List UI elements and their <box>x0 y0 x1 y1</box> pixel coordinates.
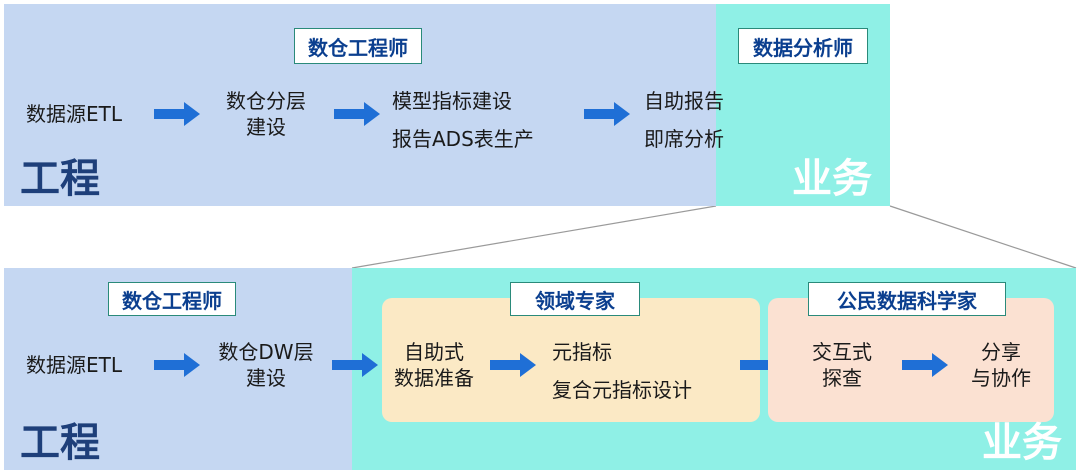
bottom-step-selfprep-line1: 自助式 <box>404 340 464 364</box>
bottom-arrow-1 <box>154 353 200 377</box>
top-step-model-metrics: 模型指标建设 <box>392 89 512 113</box>
bottom-step-composite-metric: 复合元指标设计 <box>552 378 692 402</box>
top-arrow-3 <box>584 102 630 126</box>
bottom-arrow-5 <box>902 353 948 377</box>
bottom-step-dw: 数仓DW层 建设 <box>206 339 326 391</box>
bottom-engineering-title: 工程 <box>20 420 100 466</box>
bottom-step-share-line1: 分享 <box>981 340 1021 364</box>
bottom-arrow-2 <box>332 353 378 377</box>
bottom-step-selfprep: 自助式 数据准备 <box>382 339 486 391</box>
bottom-step-interactive: 交互式 探查 <box>792 339 892 391</box>
top-business-title: 业务 <box>792 156 872 202</box>
bottom-step-selfprep-line2: 数据准备 <box>394 366 474 390</box>
top-arrow-1 <box>154 102 200 126</box>
top-step-self-report: 自助报告 <box>644 89 724 113</box>
bottom-step-dw-line2: 建设 <box>246 366 286 390</box>
bottom-step-dw-line1: 数仓DW层 <box>218 340 314 364</box>
bottom-step-interactive-line1: 交互式 <box>812 340 872 364</box>
bottom-step-interactive-line2: 探查 <box>822 366 862 390</box>
top-step-layering-line1: 数仓分层 <box>226 89 306 113</box>
top-step-source-etl: 数据源ETL <box>26 102 122 126</box>
top-step-layering-line2: 建设 <box>246 115 286 139</box>
bottom-business-title: 业务 <box>982 420 1062 466</box>
top-step-report-ads: 报告ADS表生产 <box>392 127 534 151</box>
domain-expert-card <box>382 298 760 422</box>
bottom-arrow-3 <box>490 353 536 377</box>
domain-expert-label: 领域专家 <box>510 282 640 316</box>
top-analyst-role-label: 数据分析师 <box>738 28 868 64</box>
bottom-step-share-line2: 与协作 <box>971 366 1031 390</box>
bottom-engineer-role-label: 数仓工程师 <box>108 282 236 316</box>
bottom-step-source-etl: 数据源ETL <box>26 353 122 377</box>
bottom-step-meta-metric: 元指标 <box>552 340 612 364</box>
top-engineer-role-label: 数仓工程师 <box>294 28 422 64</box>
citizen-data-scientist-label: 公民数据科学家 <box>808 282 1006 316</box>
top-arrow-2 <box>334 102 380 126</box>
top-step-layering: 数仓分层 建设 <box>214 88 318 140</box>
top-step-adhoc: 即席分析 <box>644 127 724 151</box>
bottom-step-share: 分享 与协作 <box>956 339 1046 391</box>
top-engineering-title: 工程 <box>20 156 100 202</box>
